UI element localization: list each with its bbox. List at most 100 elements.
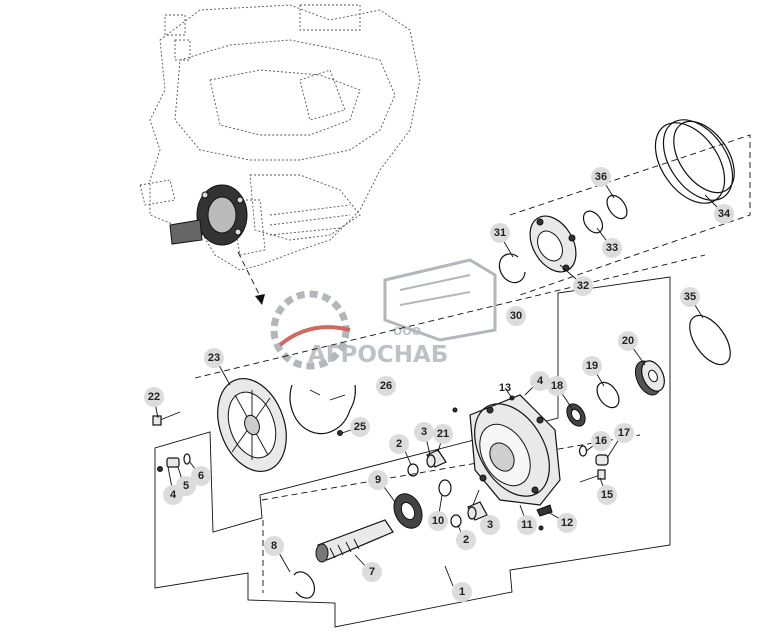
callout-25: 25	[350, 417, 370, 437]
pump-housing-dashed-line	[194, 254, 706, 379]
svg-text:32: 32	[577, 280, 589, 292]
part-31-snap-ring	[498, 253, 526, 284]
part-8-circlip	[293, 571, 316, 599]
part-20-gear	[634, 360, 665, 396]
part-5-fitting	[157, 453, 191, 472]
part-7-shaft	[315, 519, 394, 563]
svg-text:21: 21	[437, 428, 449, 440]
callout-32: 32	[573, 276, 593, 296]
callout-10: 10	[428, 511, 448, 531]
part-2-ring-upper	[407, 463, 419, 477]
svg-text:3: 3	[421, 426, 427, 438]
svg-text:15: 15	[601, 489, 613, 501]
leader-arrowhead	[255, 294, 265, 305]
svg-text:16: 16	[595, 435, 607, 447]
engine-illustration	[139, 4, 421, 271]
part-17-plug	[595, 454, 609, 466]
callout-16: 16	[591, 431, 611, 451]
svg-text:22: 22	[148, 391, 160, 403]
callout-36: 36	[591, 167, 611, 187]
svg-text:5: 5	[183, 480, 189, 492]
callout-11: 11	[517, 515, 537, 535]
svg-text:33: 33	[606, 242, 618, 254]
callout-12: 12	[557, 513, 577, 533]
svg-text:11: 11	[521, 519, 533, 531]
svg-text:23: 23	[208, 352, 220, 364]
part-32-cover	[529, 215, 577, 273]
svg-text:26: 26	[380, 380, 392, 392]
part-12-key	[536, 504, 553, 517]
callout-15: 15	[597, 485, 617, 505]
part-22-bolt	[152, 411, 181, 426]
part-9-bearing	[393, 493, 423, 529]
cover-dashed-box	[509, 134, 751, 296]
svg-text:7: 7	[369, 566, 375, 578]
engine-pump-highlight	[169, 184, 248, 246]
part-25-pin	[337, 430, 343, 436]
plain-labels: 13	[499, 382, 511, 394]
watermark-company-prefix: ООО	[393, 325, 421, 338]
svg-text:9: 9	[375, 474, 381, 486]
svg-text:3: 3	[487, 519, 493, 531]
svg-text:6: 6	[198, 470, 204, 482]
svg-text:25: 25	[354, 421, 366, 433]
callout-4: 4	[530, 371, 550, 391]
part-33-seal-ring	[582, 210, 604, 234]
callout-13: 13	[499, 382, 511, 394]
assembly-1-outline	[154, 276, 671, 628]
part-35-oring	[689, 314, 731, 366]
svg-text:31: 31	[494, 227, 506, 239]
svg-text:4: 4	[537, 375, 544, 387]
part-4-pin	[452, 407, 458, 413]
callout-18: 18	[547, 376, 567, 396]
svg-text:17: 17	[618, 427, 630, 439]
callout-8: 8	[264, 536, 284, 556]
svg-text:35: 35	[684, 291, 696, 303]
callout-9: 9	[368, 470, 388, 490]
callout-1: 1	[452, 582, 472, 602]
engine-to-diagram-leader	[237, 251, 263, 301]
svg-text:12: 12	[561, 517, 573, 529]
part-23-drive-plate	[217, 377, 287, 473]
part-18-bearing	[566, 403, 586, 427]
callout-5: 5	[176, 476, 196, 496]
callout-34: 34	[714, 204, 734, 224]
part-16-ring	[578, 445, 588, 457]
svg-text:34: 34	[718, 208, 731, 220]
part-3-bushing-upper	[426, 449, 447, 468]
svg-text:2: 2	[463, 534, 469, 546]
part-26-plate	[289, 384, 356, 435]
part-15-bolt	[579, 474, 601, 483]
svg-text:30: 30	[510, 310, 522, 322]
watermark-brand-text: АГРОСНАБ	[308, 342, 448, 368]
callout-19: 19	[582, 356, 602, 376]
callout-3: 3	[414, 422, 434, 442]
svg-text:8: 8	[271, 540, 277, 552]
callout-21: 21	[433, 424, 453, 444]
svg-text:18: 18	[551, 380, 563, 392]
callout-26: 26	[376, 376, 396, 396]
callouts: 1 2 2 3 3 4 4 5 6 7 8 9 10 11 12 15 16 1…	[144, 167, 734, 602]
svg-text:19: 19	[586, 360, 598, 372]
svg-text:10: 10	[432, 515, 444, 527]
callout-2: 2	[456, 530, 476, 550]
callout-3: 3	[480, 515, 500, 535]
svg-text:1: 1	[459, 586, 465, 598]
callout-7: 7	[362, 562, 382, 582]
callout-35: 35	[680, 287, 700, 307]
callout-17: 17	[614, 423, 634, 443]
callout-22: 22	[144, 387, 164, 407]
part-3-bushing-lower	[467, 501, 488, 521]
svg-text:36: 36	[595, 171, 607, 183]
callout-30: 30	[506, 306, 526, 326]
callout-33: 33	[602, 238, 622, 258]
part-34-ring-seal	[654, 119, 735, 204]
svg-text:4: 4	[170, 489, 177, 501]
callout-31: 31	[490, 223, 510, 243]
callout-20: 20	[618, 331, 638, 351]
callout-23: 23	[204, 348, 224, 368]
part-11-pump-housing	[469, 394, 561, 506]
callout-2: 2	[389, 434, 409, 454]
part-36-oring	[606, 194, 628, 220]
